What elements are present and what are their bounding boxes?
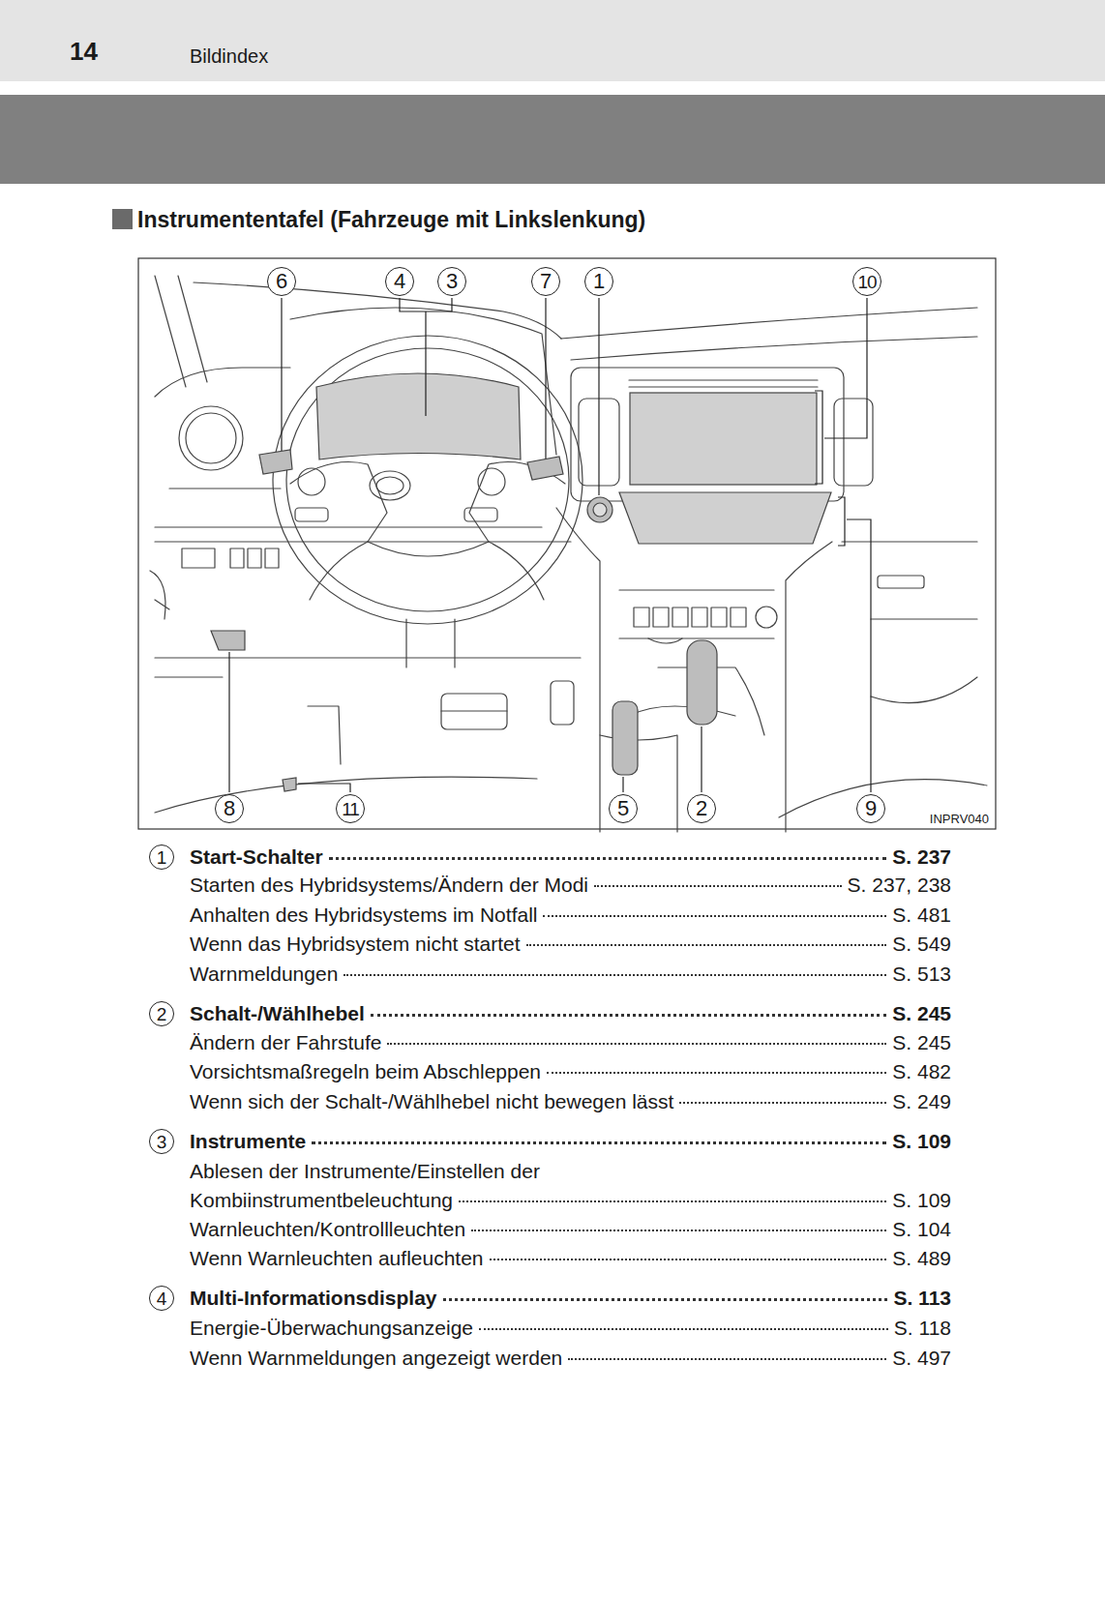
number-text: 5 [617, 798, 629, 820]
index-entry: Anhalten des Hybridsystems im Notfall [189, 900, 538, 930]
index-entry: Multi-Informationsdisplay [189, 1284, 438, 1314]
section-heading: Instrumententafel (Fahrzeuge mit Linksle… [137, 205, 646, 235]
page-reference: S. 249 [892, 1087, 952, 1117]
callout-number: 5 [608, 794, 638, 824]
list-number: 2 [149, 1001, 175, 1027]
number-text: 10 [857, 272, 876, 292]
callout-number: 6 [267, 267, 297, 297]
dot-leader [542, 915, 887, 918]
dot-leader [679, 1102, 887, 1105]
number-text: 4 [156, 1289, 168, 1309]
dot-leader [370, 1014, 887, 1017]
dashboard-lines [149, 275, 987, 833]
callout-number: 1 [584, 267, 614, 297]
callout-number: 7 [531, 267, 561, 297]
page-reference: S. 481 [892, 900, 952, 930]
header-bar [0, 0, 1105, 82]
callout-number: 11 [335, 794, 365, 824]
number-text: 3 [156, 1133, 168, 1152]
dot-leader [478, 1328, 889, 1331]
page-reference: S. 113 [893, 1284, 952, 1314]
heading-square [112, 209, 133, 230]
index-entry: Warnleuchten/Kontrollleuchten [189, 1215, 466, 1245]
header-band [0, 94, 1105, 184]
page-reference: S. 482 [892, 1057, 952, 1087]
number-text: 2 [156, 1005, 168, 1024]
index-entry: Ablesen der Instrumente/Einstellen der K… [189, 1157, 616, 1216]
highlighted-parts [210, 373, 832, 792]
page-reference: S. 549 [892, 929, 952, 959]
callout-number: 10 [852, 267, 882, 297]
leader-lines [229, 298, 871, 793]
page-reference: S. 109 [892, 1186, 952, 1216]
dot-leader [567, 1358, 887, 1361]
section-name: Bildindex [189, 41, 269, 71]
page-reference: S. 245 [892, 999, 952, 1029]
page-reference: S. 237, 238 [847, 870, 952, 900]
dot-leader [328, 857, 888, 861]
number-text: 9 [865, 798, 877, 820]
number-text: 1 [156, 848, 168, 867]
dot-leader [443, 1298, 889, 1302]
callout-number: 8 [214, 794, 244, 824]
callout-number: 3 [437, 267, 467, 297]
index-entry: Wenn Warnleuchten aufleuchten [189, 1244, 484, 1274]
callout-number: 9 [856, 794, 886, 824]
callout-number: 4 [385, 267, 415, 297]
dot-leader [343, 974, 887, 977]
number-text: 2 [695, 798, 708, 820]
callout-number: 2 [686, 794, 717, 824]
index-entry: Instrumente [189, 1127, 306, 1157]
index-entry: Wenn Warnmeldungen angezeigt werden [189, 1343, 563, 1374]
dot-leader [546, 1072, 887, 1075]
page-reference: S. 237 [892, 842, 952, 872]
page-reference: S. 104 [892, 1215, 952, 1245]
list-number: 3 [149, 1129, 175, 1155]
number-text: 1 [593, 270, 605, 293]
dot-leader [458, 1200, 887, 1203]
index-entry: Ändern der Fahrstufe [189, 1028, 382, 1058]
list-number: 4 [149, 1285, 175, 1312]
index-entry: Starten des Hybridsystems/Ändern der Mod… [189, 870, 589, 900]
figure-code: INPRV040 [929, 810, 989, 829]
page-reference: S. 513 [892, 959, 952, 989]
page-header: 14 Bildindex [0, 0, 1105, 82]
index-entry: Start-Schalter [189, 842, 324, 872]
number-text: 11 [341, 800, 359, 819]
page-reference: S. 118 [894, 1314, 952, 1344]
index-entry: Energie-Überwachungsanzeige [189, 1314, 474, 1344]
page-reference: S. 109 [892, 1127, 952, 1157]
index-entry: Warnmeldungen [189, 959, 338, 989]
dot-leader [526, 944, 888, 947]
index-entry: Schalt-/Wählhebel [189, 999, 365, 1029]
dot-leader [387, 1043, 887, 1046]
dot-leader [311, 1141, 887, 1145]
number-text: 6 [275, 270, 288, 293]
page-reference: S. 489 [892, 1244, 952, 1274]
page-reference: S. 497 [892, 1343, 952, 1374]
index-entry: Vorsichtsmaßregeln beim Abschleppen [189, 1057, 541, 1087]
number-text: 7 [539, 270, 552, 293]
figure-frame [138, 258, 996, 830]
page-number: 14 [69, 36, 98, 66]
dot-leader [471, 1229, 887, 1232]
list-number: 1 [149, 844, 175, 870]
index-entry: Wenn das Hybridsystem nicht startet [189, 929, 521, 959]
dot-leader [594, 885, 842, 888]
index-entry: Wenn sich der Schalt-/Wählhebel nicht be… [189, 1087, 674, 1117]
number-text: 3 [446, 270, 458, 293]
dot-leader [489, 1258, 888, 1261]
page-reference: S. 245 [892, 1028, 952, 1058]
number-text: 4 [393, 270, 406, 293]
number-text: 8 [223, 798, 236, 820]
